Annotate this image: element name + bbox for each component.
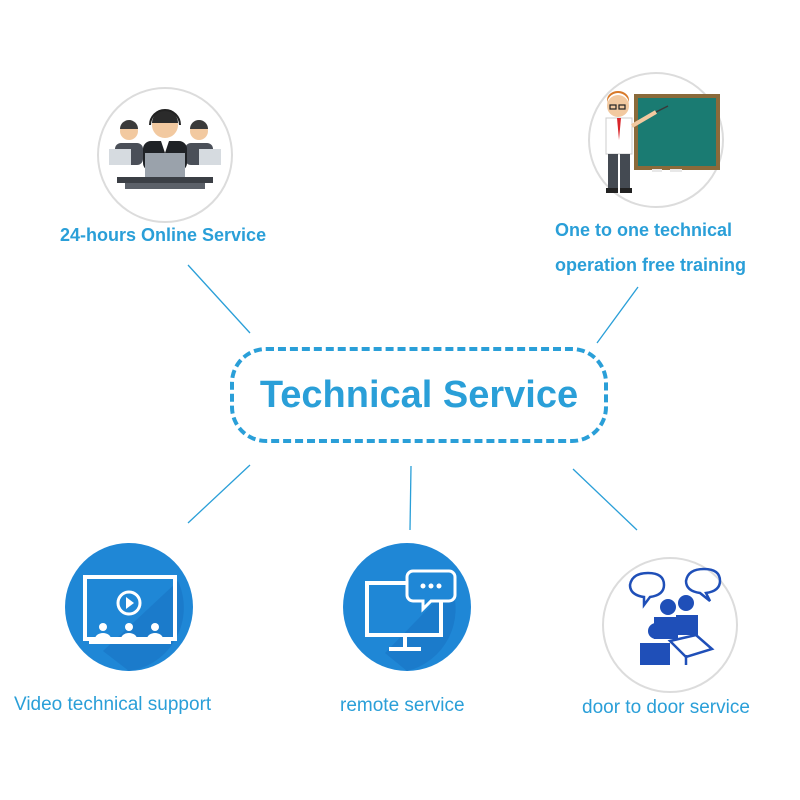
connector-training bbox=[596, 286, 639, 344]
node-label-remote: remote service bbox=[340, 695, 465, 716]
meeting-people-icon bbox=[602, 557, 738, 693]
connector-remote bbox=[409, 465, 412, 531]
call-center-agents-icon bbox=[97, 87, 233, 223]
node-label-online: 24-hours Online Service bbox=[60, 225, 267, 245]
connector-online bbox=[187, 264, 251, 334]
node-label-training-line-1: One to one technical bbox=[555, 220, 733, 240]
video-monitor-icon bbox=[65, 543, 193, 671]
connector-video bbox=[187, 464, 251, 524]
connector-door bbox=[572, 468, 638, 531]
center-node: Technical Service bbox=[230, 347, 608, 443]
node-label-video: Video technical support bbox=[14, 694, 212, 715]
remote-monitor-chat-icon bbox=[343, 543, 471, 671]
node-label-training-line-2: operation free training bbox=[555, 255, 747, 275]
node-label-training: One to one technical operation free trai… bbox=[555, 213, 746, 283]
teacher-blackboard-icon bbox=[588, 72, 724, 208]
center-title: Technical Service bbox=[259, 373, 579, 416]
node-label-door: door to door service bbox=[582, 697, 750, 718]
